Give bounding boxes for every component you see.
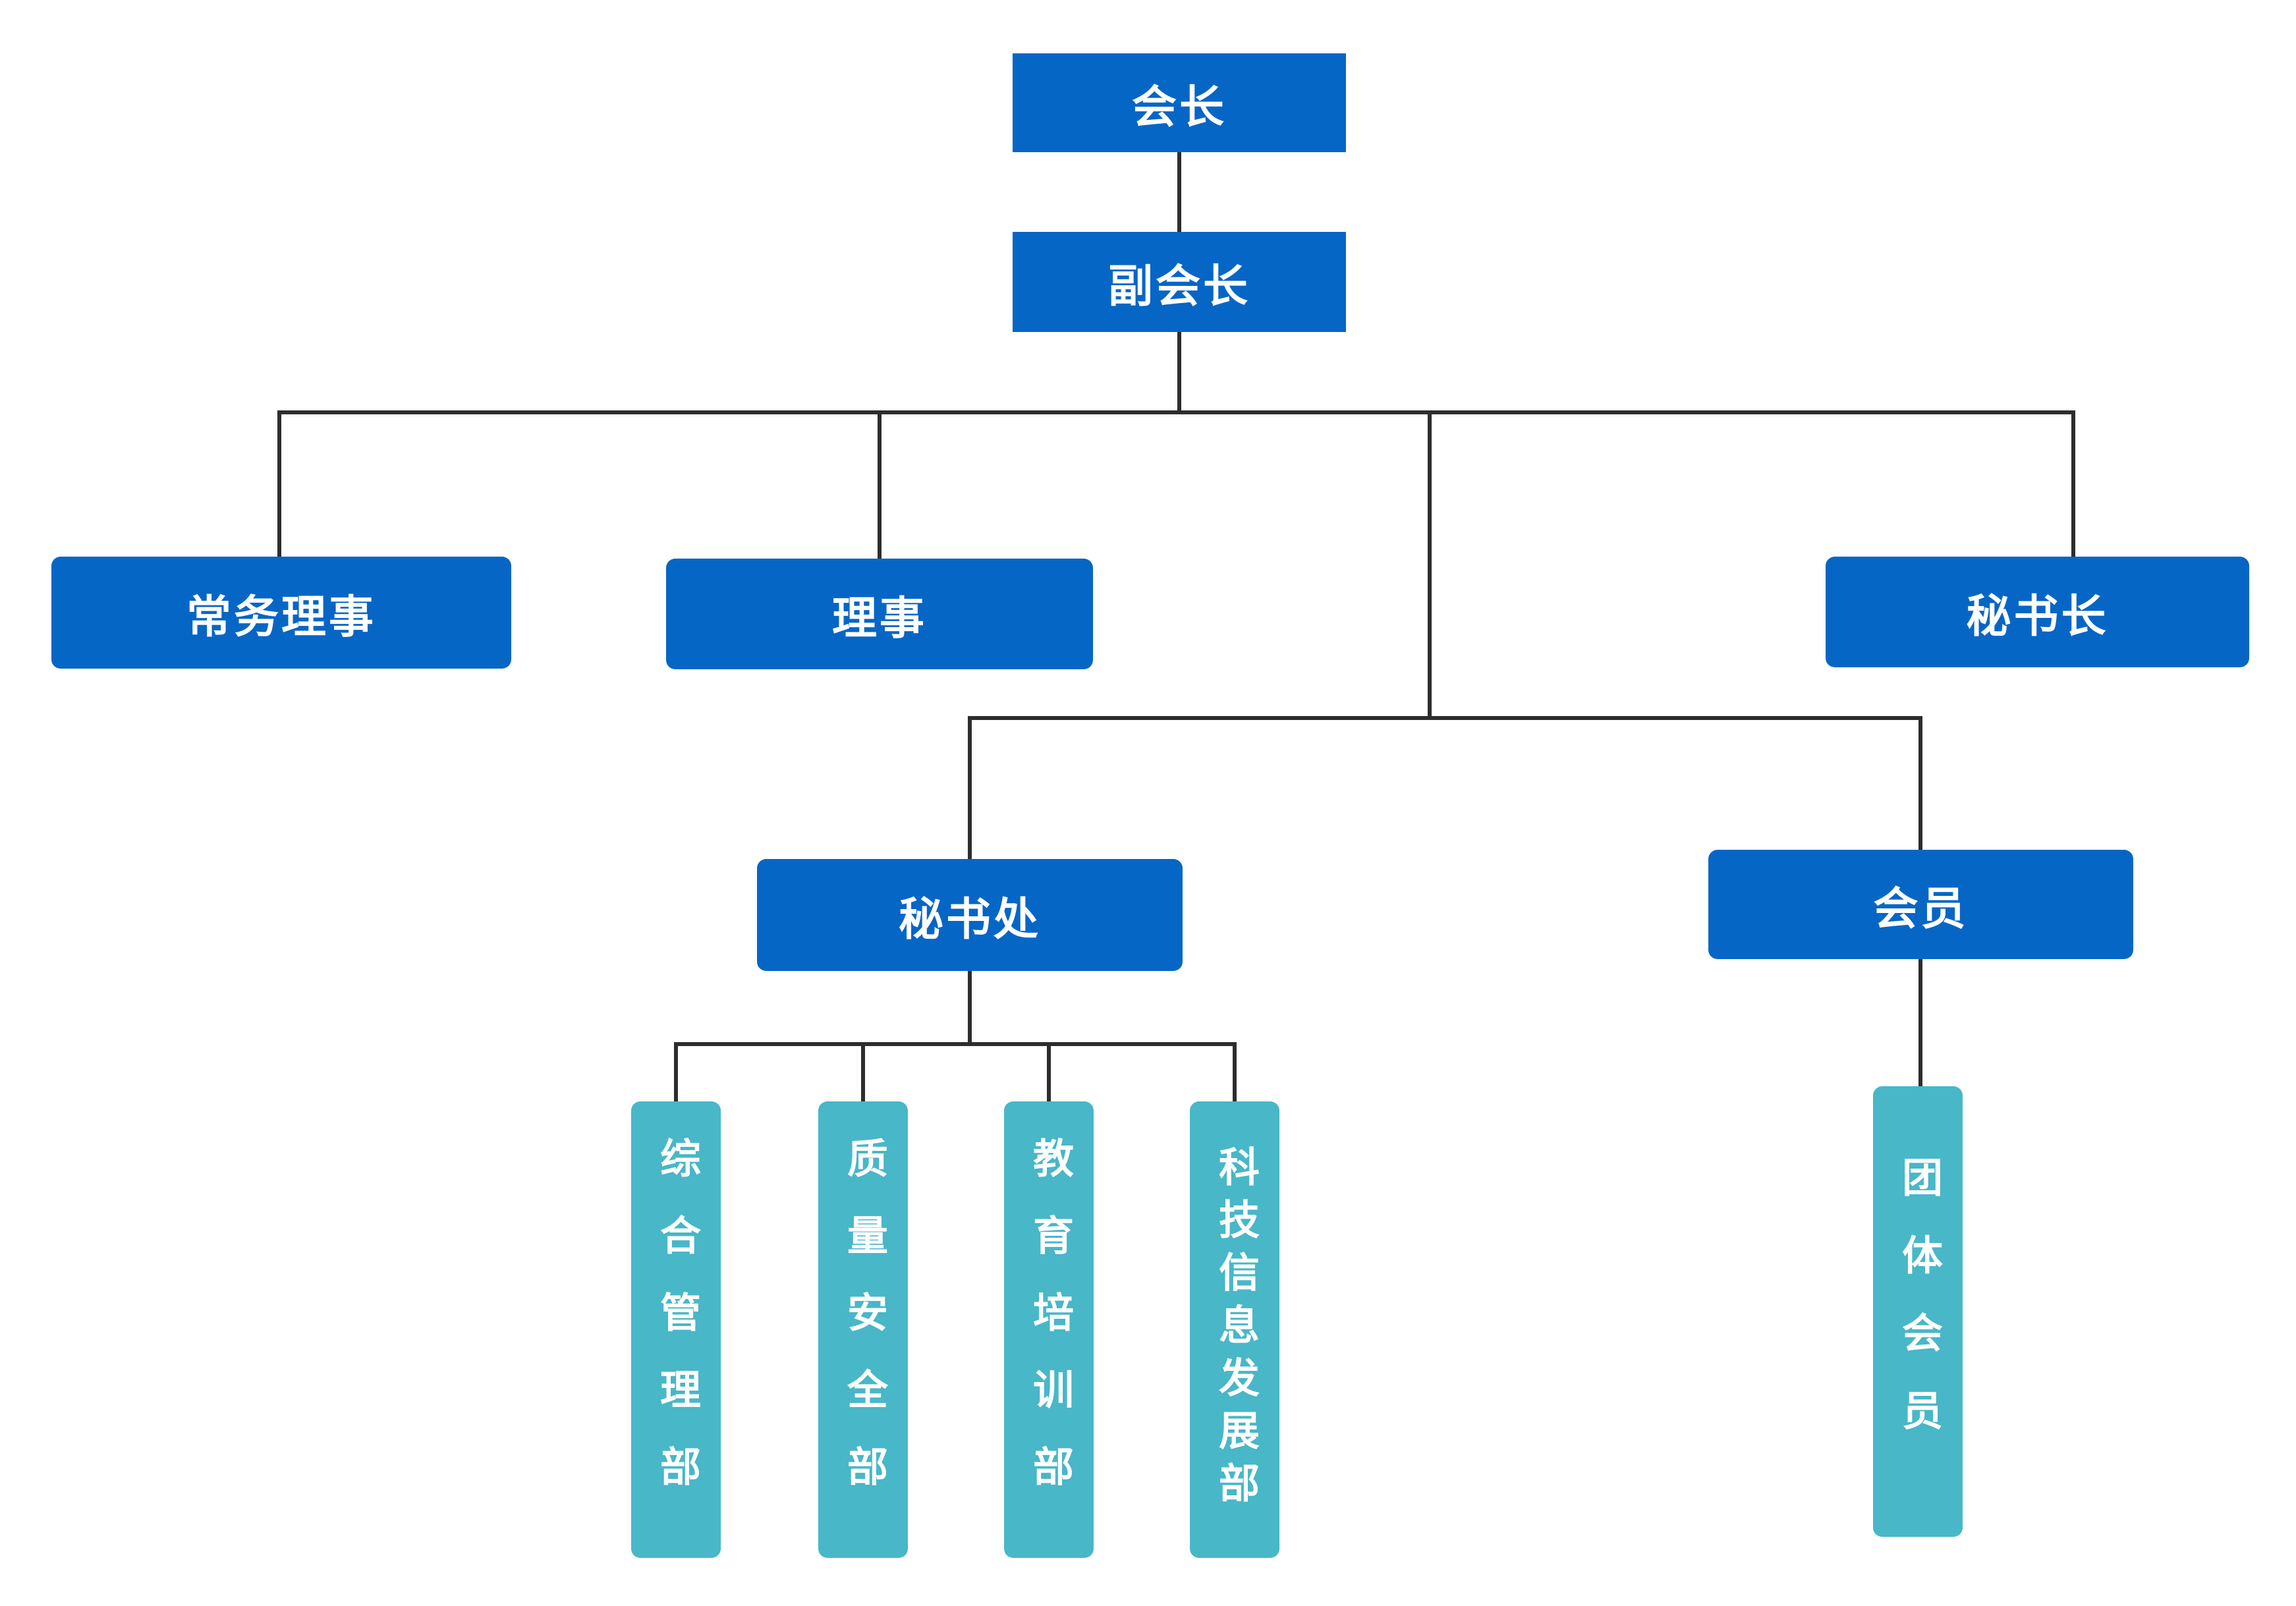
node-president: 会长 bbox=[1013, 53, 1346, 152]
node-secretary-general: 秘书长 bbox=[1826, 557, 2249, 667]
node-tech-info-development-dept-label: 科技信息发展部 bbox=[1212, 1145, 1258, 1514]
node-education-training-dept: 教育培训部 bbox=[1004, 1101, 1094, 1558]
node-standing-director-label: 常务理事 bbox=[186, 592, 376, 642]
node-secretary-general-label: 秘书长 bbox=[1966, 591, 2109, 642]
node-vice-president: 副会长 bbox=[1013, 232, 1346, 332]
node-quality-safety-dept: 质量安全部 bbox=[818, 1101, 908, 1558]
node-general-management-dept-label: 综合管理部 bbox=[654, 1137, 699, 1522]
node-member-label: 会员 bbox=[1873, 883, 1969, 934]
node-group-member: 团体会员 bbox=[1873, 1086, 1963, 1537]
node-standing-director: 常务理事 bbox=[51, 557, 511, 669]
node-director: 理事 bbox=[666, 559, 1093, 669]
node-general-management-dept: 综合管理部 bbox=[631, 1101, 721, 1558]
node-member: 会员 bbox=[1708, 850, 2133, 959]
node-education-training-dept-label: 教育培训部 bbox=[1026, 1137, 1072, 1522]
node-president-label: 会长 bbox=[1131, 82, 1227, 132]
node-secretariat: 秘书处 bbox=[757, 859, 1183, 971]
node-quality-safety-dept-label: 质量安全部 bbox=[841, 1137, 886, 1522]
node-vice-president-label: 副会长 bbox=[1107, 261, 1250, 312]
node-tech-info-development-dept: 科技信息发展部 bbox=[1190, 1101, 1279, 1558]
node-group-member-label: 团体会员 bbox=[1895, 1156, 1941, 1467]
node-secretariat-label: 秘书处 bbox=[898, 894, 1041, 945]
node-director-label: 理事 bbox=[831, 593, 927, 644]
